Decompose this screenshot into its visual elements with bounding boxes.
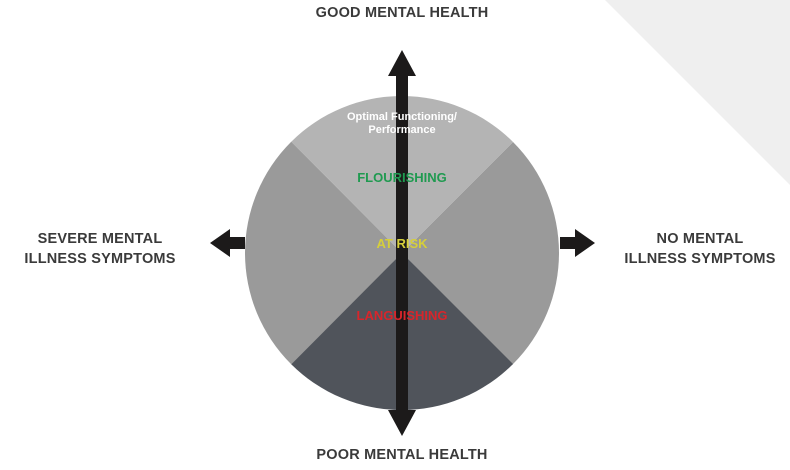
optimal-line1: Optimal Functioning/	[347, 111, 457, 123]
corner-decoration	[605, 0, 790, 185]
label-flourishing: FLOURISHING	[357, 170, 447, 185]
label-languishing: LANGUISHING	[356, 308, 448, 323]
arrow-right	[560, 229, 595, 257]
axis-label-bottom: POOR MENTAL HEALTH	[316, 447, 488, 463]
axis-label-left-line2: ILLNESS SYMPTOMS	[24, 251, 176, 267]
arrow-left	[210, 229, 245, 257]
label-at-risk: AT RISK	[376, 236, 428, 251]
axis-label-right-line1: NO MENTAL	[656, 231, 744, 247]
axis-label-left-line1: SEVERE MENTAL	[37, 231, 163, 247]
axis-label-right-line2: ILLNESS SYMPTOMS	[624, 251, 776, 267]
arrow-vertical	[388, 50, 416, 436]
axis-label-right: NO MENTAL ILLNESS SYMPTOMS	[605, 229, 790, 269]
wedge-label-optimal: Optimal Functioning/ Performance	[302, 111, 502, 137]
axis-label-left: SEVERE MENTAL ILLNESS SYMPTOMS	[10, 229, 190, 269]
axis-label-top: GOOD MENTAL HEALTH	[315, 5, 489, 21]
optimal-line2: Performance	[368, 124, 436, 136]
